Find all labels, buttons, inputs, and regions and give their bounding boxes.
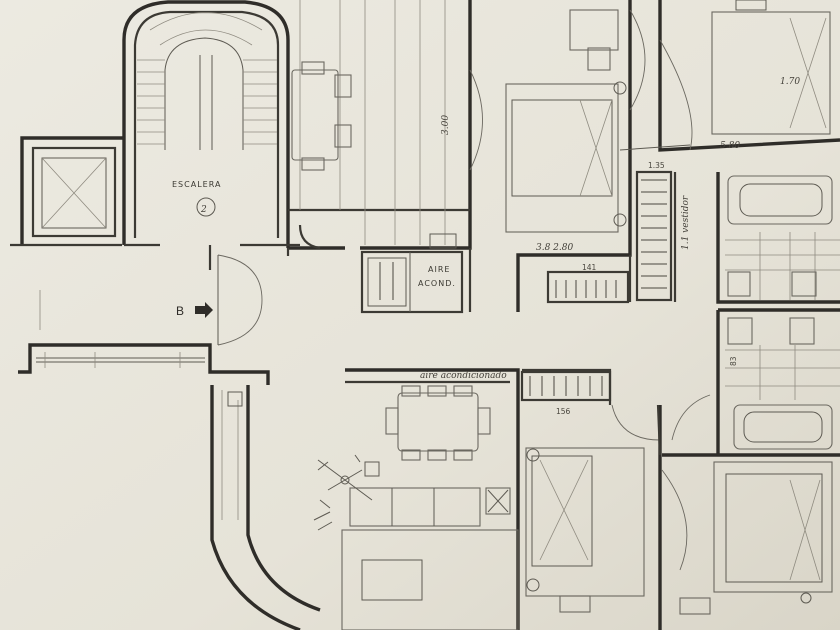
dim-top-right: 5.80 bbox=[720, 141, 740, 151]
compass-rose-icon bbox=[313, 454, 373, 531]
kitchen-table bbox=[291, 69, 339, 161]
bed-top-middle bbox=[505, 83, 619, 233]
aire-acond-room: AIRE ACOND. bbox=[360, 233, 464, 314]
stair-number: 2 bbox=[200, 205, 207, 215]
svg-text:aire acondicionado: aire acondicionado bbox=[420, 371, 507, 381]
bedroom-top-middle: 3.8 2.80 141 bbox=[505, 0, 646, 312]
dim-closet-top: 1.35 bbox=[648, 161, 665, 170]
bathtub-lower bbox=[733, 404, 833, 450]
bedroom-top-right: 1.70 5.80 bbox=[658, 0, 840, 152]
svg-text:141: 141 bbox=[582, 263, 597, 272]
bed-bottom-right bbox=[713, 461, 833, 593]
elevator-shaft bbox=[10, 136, 124, 247]
arrow-right-icon bbox=[195, 302, 213, 318]
entrance-mark: B bbox=[176, 304, 184, 318]
corridor-storage: 1.35 1.1 vestidor bbox=[635, 161, 691, 302]
closet-bedroom-bottom bbox=[520, 370, 612, 402]
living-dining-room: aire acondicionado bbox=[313, 368, 520, 630]
bedroom-bottom-right bbox=[661, 453, 840, 615]
bed-top-right bbox=[711, 11, 831, 135]
closet-bedroom-top bbox=[546, 270, 630, 304]
sofa bbox=[349, 487, 481, 527]
svg-text:1.1 vestidor: 1.1 vestidor bbox=[681, 195, 691, 250]
bathroom-lower: 83 bbox=[716, 308, 840, 455]
staircase: ESCALERA 2 bbox=[122, 0, 290, 248]
svg-text:1.70: 1.70 bbox=[780, 77, 800, 87]
coffee-table bbox=[361, 559, 423, 601]
svg-text:3.00: 3.00 bbox=[441, 115, 451, 135]
bathtub-upper bbox=[727, 175, 833, 225]
dim-bedroom-wardrobe: 156 bbox=[556, 407, 571, 416]
aire-label-line2: ACOND. bbox=[418, 279, 456, 288]
bedroom-bottom-middle: 156 bbox=[520, 368, 711, 630]
curved-gallery bbox=[210, 385, 321, 630]
svg-text:83: 83 bbox=[729, 356, 738, 366]
svg-text:3.8 2.80: 3.8 2.80 bbox=[536, 243, 573, 253]
misc-walls bbox=[286, 144, 691, 456]
toilet-upper bbox=[727, 271, 751, 297]
bathroom-upper bbox=[716, 172, 840, 304]
landing-hall: B bbox=[18, 243, 300, 385]
toilet-lower bbox=[727, 317, 753, 345]
aire-label-line1: AIRE bbox=[428, 265, 450, 274]
stair-label: ESCALERA bbox=[172, 180, 221, 189]
stair-number-circle bbox=[196, 197, 216, 217]
